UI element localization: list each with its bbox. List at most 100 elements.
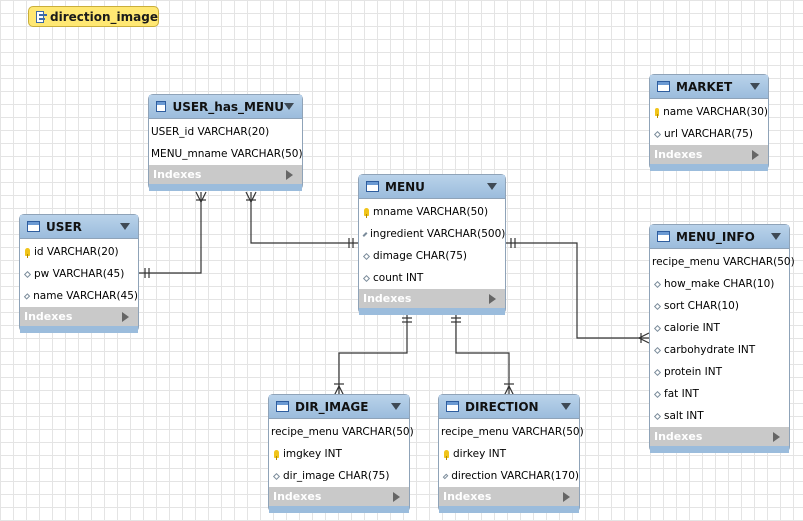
table-header[interactable]: MENU xyxy=(359,175,505,199)
collapse-arrow-icon[interactable] xyxy=(120,223,130,230)
column-row[interactable]: imgkey INT xyxy=(269,443,409,465)
indexes-section[interactable]: Indexes xyxy=(650,427,789,446)
column-row[interactable]: protein INT xyxy=(650,361,789,383)
collapse-arrow-icon[interactable] xyxy=(771,233,781,240)
diagram-title-tag[interactable]: direction_image xyxy=(28,6,159,27)
column-row[interactable]: recipe_menu VARCHAR(50) xyxy=(650,251,795,273)
column-row[interactable]: name VARCHAR(30) xyxy=(650,101,768,123)
column-row[interactable]: url VARCHAR(75) xyxy=(650,123,768,145)
table-header[interactable]: USER_has_MENU xyxy=(149,95,302,119)
indexes-section[interactable]: Indexes xyxy=(439,487,579,506)
attribute-icon xyxy=(653,412,662,420)
collapse-arrow-icon[interactable] xyxy=(391,403,401,410)
column-name: dir_image CHAR(75) xyxy=(283,470,390,482)
primary-key-icon xyxy=(444,450,449,460)
table-menu-info[interactable]: MENU_INFO recipe_menu VARCHAR(50) how_ma… xyxy=(649,224,795,453)
table-header[interactable]: DIRECTION xyxy=(439,395,579,419)
indexes-section[interactable]: Indexes xyxy=(269,487,409,506)
attribute-icon xyxy=(362,252,371,260)
table-header[interactable]: USER xyxy=(20,215,138,239)
attribute-icon xyxy=(272,472,281,480)
expand-arrow-icon[interactable] xyxy=(773,431,780,442)
column-row[interactable]: recipe_menu VARCHAR(50) xyxy=(439,421,584,443)
column-row[interactable]: recipe_menu VARCHAR(50) xyxy=(269,421,414,443)
attribute-icon xyxy=(653,324,662,332)
table-direction[interactable]: DIRECTION recipe_menu VARCHAR(50) dirkey… xyxy=(438,394,584,513)
indexes-label: Indexes xyxy=(153,168,202,181)
table-header[interactable]: MENU_INFO xyxy=(650,225,789,249)
table-header[interactable]: MARKET xyxy=(650,75,768,99)
indexes-label: Indexes xyxy=(654,148,703,161)
expand-arrow-icon[interactable] xyxy=(122,311,129,322)
expand-arrow-icon[interactable] xyxy=(752,149,759,160)
attribute-icon xyxy=(362,231,368,237)
column-row[interactable]: salt INT xyxy=(650,405,789,427)
collapse-arrow-icon[interactable] xyxy=(284,103,294,110)
column-row[interactable]: pw VARCHAR(45) xyxy=(20,263,138,285)
column-row[interactable]: fat INT xyxy=(650,383,789,405)
table-dir-image[interactable]: DIR_IMAGE recipe_menu VARCHAR(50) imgkey… xyxy=(268,394,414,513)
table-footer xyxy=(650,164,768,171)
expand-arrow-icon[interactable] xyxy=(393,491,400,502)
attribute-icon xyxy=(653,130,662,138)
column-row[interactable]: mname VARCHAR(50) xyxy=(359,201,505,223)
column-name: name VARCHAR(30) xyxy=(663,106,768,118)
collapse-arrow-icon[interactable] xyxy=(561,403,571,410)
expand-arrow-icon[interactable] xyxy=(563,491,570,502)
primary-key-icon xyxy=(364,208,369,218)
column-row[interactable]: dirkey INT xyxy=(439,443,579,465)
table-footer xyxy=(359,308,505,315)
table-footer xyxy=(20,326,138,333)
collapse-arrow-icon[interactable] xyxy=(750,83,760,90)
table-name: DIRECTION xyxy=(465,399,539,414)
indexes-label: Indexes xyxy=(273,490,322,503)
column-row[interactable]: id VARCHAR(20) xyxy=(20,241,138,263)
table-icon xyxy=(156,101,167,112)
column-name: recipe_menu VARCHAR(50) xyxy=(441,426,584,438)
primary-key-icon xyxy=(274,450,279,460)
column-row[interactable]: MENU_mname VARCHAR(50) xyxy=(149,143,303,165)
rel-menu-direction xyxy=(455,313,510,396)
indexes-label: Indexes xyxy=(24,310,73,323)
table-name: MENU_INFO xyxy=(676,229,755,244)
column-row[interactable]: USER_id VARCHAR(20) xyxy=(149,121,302,143)
expand-arrow-icon[interactable] xyxy=(489,293,496,304)
table-header[interactable]: DIR_IMAGE xyxy=(269,395,409,419)
column-row[interactable]: dimage CHAR(75) xyxy=(359,245,505,267)
column-name: protein INT xyxy=(664,366,723,378)
table-user-has-menu[interactable]: USER_has_MENU USER_id VARCHAR(20) MENU_m… xyxy=(148,94,303,191)
table-footer xyxy=(149,184,302,191)
attribute-icon xyxy=(23,270,32,278)
indexes-section[interactable]: Indexes xyxy=(650,145,768,164)
column-name: recipe_menu VARCHAR(50) xyxy=(652,256,795,268)
column-row[interactable]: direction VARCHAR(170) xyxy=(439,465,579,487)
attribute-icon xyxy=(653,368,662,376)
attribute-icon xyxy=(653,302,662,310)
expand-arrow-icon[interactable] xyxy=(286,169,293,180)
column-row[interactable]: how_make CHAR(10) xyxy=(650,273,789,295)
table-icon xyxy=(27,221,40,232)
column-row[interactable]: dir_image CHAR(75) xyxy=(269,465,409,487)
indexes-section[interactable]: Indexes xyxy=(149,165,302,184)
column-name: url VARCHAR(75) xyxy=(664,128,753,140)
column-row[interactable]: name VARCHAR(45) xyxy=(20,285,138,307)
indexes-section[interactable]: Indexes xyxy=(20,307,138,326)
column-name: pw VARCHAR(45) xyxy=(34,268,125,280)
table-user[interactable]: USER id VARCHAR(20) pw VARCHAR(45) name … xyxy=(19,214,139,333)
rel-menu-user-has-menu xyxy=(250,192,359,244)
indexes-section[interactable]: Indexes xyxy=(359,289,505,308)
column-name: name VARCHAR(45) xyxy=(33,290,138,302)
collapse-arrow-icon[interactable] xyxy=(487,183,497,190)
column-row[interactable]: sort CHAR(10) xyxy=(650,295,789,317)
table-icon xyxy=(366,181,379,192)
table-menu[interactable]: MENU mname VARCHAR(50) ingredient VARCHA… xyxy=(358,174,506,315)
column-row[interactable]: count INT xyxy=(359,267,505,289)
column-row[interactable]: carbohydrate INT xyxy=(650,339,789,361)
table-market[interactable]: MARKET name VARCHAR(30) url VARCHAR(75) … xyxy=(649,74,769,171)
column-row[interactable]: ingredient VARCHAR(500) xyxy=(359,223,505,245)
attribute-icon xyxy=(653,390,662,398)
table-icon xyxy=(657,81,670,92)
primary-key-icon xyxy=(25,248,30,258)
column-row[interactable]: calorie INT xyxy=(650,317,789,339)
table-footer xyxy=(269,506,409,513)
